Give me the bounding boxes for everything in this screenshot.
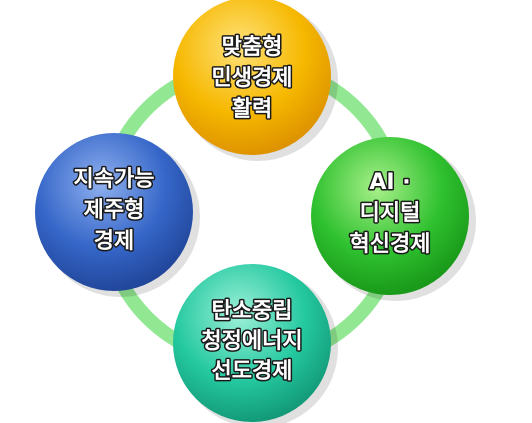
node-left-circle <box>35 133 193 291</box>
node-right-line-3: 혁신경제 <box>350 231 431 257</box>
node-top-line-1: 맞춤형 <box>222 35 283 60</box>
node-left-line-1: 지속가능 <box>74 167 155 192</box>
node-bottom-line-1: 탄소중립 <box>212 299 293 324</box>
node-bottom-circle <box>173 264 331 422</box>
node-left-line-2: 제주형 <box>84 198 145 223</box>
node-top: 맞춤형 민생경제 활력 <box>173 0 338 161</box>
node-left-line-3: 경제 <box>94 229 134 254</box>
node-right-line-1: AI · <box>369 170 410 195</box>
node-right-circle <box>311 137 469 295</box>
node-bottom-line-3: 선도경제 <box>212 359 293 384</box>
node-right-line-2: 디지털 <box>360 201 421 226</box>
node-top-circle <box>173 0 331 155</box>
node-top-line-3: 활력 <box>232 97 272 122</box>
node-right: AI · 디지털 혁신경제 <box>311 137 476 301</box>
node-bottom-line-2: 청정에너지 <box>201 329 302 354</box>
node-bottom: 탄소중립 청정에너지 선도경제 <box>173 264 338 423</box>
node-left: 지속가능 제주형 경제 <box>35 133 200 297</box>
node-top-line-2: 민생경제 <box>212 66 293 91</box>
